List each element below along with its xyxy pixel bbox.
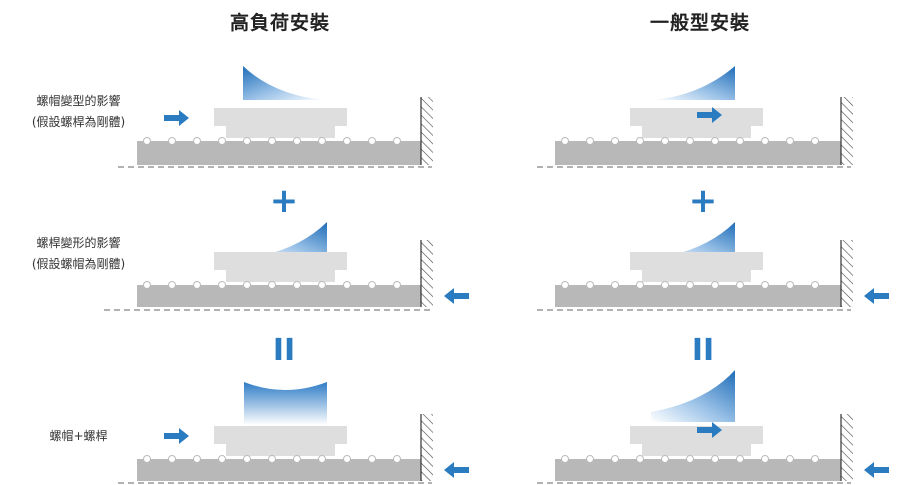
label-row-2: 螺桿變形的影響 (假設螺帽為剛體) — [6, 233, 151, 275]
r2-right-load — [652, 222, 735, 258]
r1-right-rail — [555, 141, 841, 165]
r2-right-balls — [561, 281, 819, 289]
label-row-3-line1: 螺帽+螺桿 — [49, 429, 108, 443]
r1-left-load — [243, 66, 326, 100]
r3-right-rail — [555, 459, 841, 481]
title-high-load: 高負荷安裝 — [230, 12, 331, 34]
r3-left-balls — [143, 455, 401, 463]
r1-left-wall — [420, 97, 433, 165]
equals-left: II — [273, 333, 295, 368]
r1-left-force-arrow — [164, 110, 189, 126]
plus-left: + — [270, 181, 299, 221]
r2-left-balls — [143, 281, 401, 289]
r1-left-rail — [137, 141, 421, 165]
r1-left-balls — [143, 137, 401, 145]
label-row-2-line1: 螺桿變形的影響 — [36, 236, 121, 250]
title-general: 一般型安裝 — [650, 12, 751, 34]
r3-left-load — [244, 382, 327, 425]
r3-right-wall — [840, 414, 853, 481]
r2-left-wall — [420, 240, 433, 307]
r2-right-nut — [630, 252, 763, 282]
plus-right: + — [689, 181, 718, 221]
r1-right-balls — [561, 137, 819, 145]
r3-right-nut — [630, 426, 763, 456]
r1-right-wall — [840, 97, 853, 165]
label-row-3: 螺帽+螺桿 — [6, 426, 151, 447]
r1-right-nut — [630, 108, 763, 138]
label-row-1: 螺帽變型的影響 (假設螺桿為剛體) — [6, 91, 151, 133]
r3-left-rail — [137, 459, 421, 481]
r3-left-force-arrow-out — [444, 462, 469, 478]
r1-right-load — [652, 66, 735, 100]
r2-left-nut — [214, 252, 347, 282]
label-row-2-line2: (假設螺帽為剛體) — [31, 257, 126, 271]
r2-left-force-arrow — [444, 288, 469, 304]
r2-right-rail — [555, 285, 841, 307]
r3-left-wall — [420, 414, 433, 481]
equals-right: II — [692, 333, 714, 368]
r3-right-balls — [561, 455, 819, 463]
r2-right-wall — [840, 240, 853, 307]
label-row-1-line1: 螺帽變型的影響 — [36, 94, 121, 108]
r1-left-nut — [214, 108, 347, 138]
r3-left-force-arrow-in — [164, 428, 189, 444]
r3-right-force-arrow-out — [864, 462, 889, 478]
r3-right-load — [651, 370, 735, 422]
r2-left-load — [244, 222, 327, 258]
label-row-1-line2: (假設螺桿為剛體) — [31, 115, 126, 129]
r2-right-force-arrow — [864, 288, 889, 304]
r3-left-nut — [214, 426, 347, 456]
r2-left-rail — [137, 285, 421, 307]
